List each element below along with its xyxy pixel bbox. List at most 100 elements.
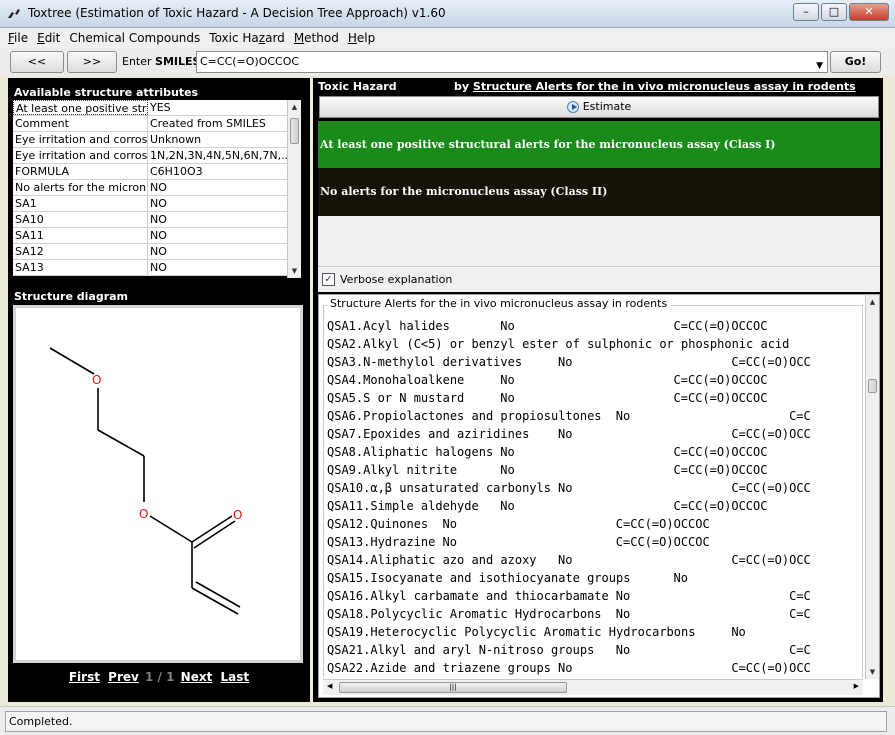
alert-name: QSA15.Isocyanate and isothiocyanate grou… [327, 571, 631, 585]
alert-smiles: C=CC(=O)OCC [731, 661, 811, 675]
prev-page-link[interactable]: Prev [108, 670, 139, 684]
attribute-name: SA13 [13, 260, 148, 275]
structure-diagram: O O O [13, 305, 303, 663]
scroll-right-icon[interactable]: ▶ [853, 682, 859, 690]
hazard-header: Toxic Hazard by Structure Alerts for the… [318, 80, 878, 94]
menu-method[interactable]: Method [293, 31, 339, 45]
class-result-empty-area [318, 216, 880, 266]
attribute-name: SA12 [13, 244, 148, 259]
menu-toxic-hazard[interactable]: Toxic Hazard [209, 31, 285, 45]
scroll-thumb[interactable]: ||| [339, 682, 567, 693]
attribute-name: No alerts for the micron... [15, 180, 148, 195]
attribute-value: NO [150, 181, 167, 194]
attribute-name: SA1 [13, 196, 148, 211]
close-button[interactable]: ✕ [849, 3, 889, 21]
scroll-down-icon[interactable]: ▼ [291, 267, 298, 275]
scroll-up-icon[interactable]: ▲ [291, 103, 298, 111]
attributes-scrollbar[interactable]: ▲ ▼ [287, 100, 301, 278]
explanation-line: QSA2.Alkyl (C<5) or benzyl ester of sulp… [327, 335, 863, 353]
scroll-thumb[interactable] [868, 379, 877, 393]
title-bar[interactable]: Toxtree (Estimation of Toxic Hazard - A … [0, 0, 895, 28]
menu-file[interactable]: File [8, 31, 29, 45]
explanation-vscroll[interactable]: ▲ ▼ [865, 295, 879, 679]
alert-name: QSA7.Epoxides and aziridines [327, 427, 530, 441]
menu-edit[interactable]: Edit [37, 31, 61, 45]
status-bar: Completed. [0, 706, 895, 735]
class-2-result[interactable]: No alerts for the micronucleus assay (Cl… [318, 168, 880, 216]
explanation-hscroll[interactable]: ◀ ||| ▶ [323, 679, 863, 695]
next-page-link[interactable]: Next [180, 670, 213, 684]
atom-label-oxygen: O [92, 373, 101, 387]
attribute-name: At least one positive stru... [13, 100, 148, 115]
alert-answer: No [615, 607, 631, 621]
alert-smiles: C=C [789, 607, 811, 621]
table-row[interactable]: At least one positive stru...YES [13, 100, 287, 116]
scroll-left-icon[interactable]: ◀ [327, 682, 333, 690]
attribute-value: NO [150, 213, 167, 226]
alert-name: QSA10.α,β unsaturated carbonyls [327, 481, 551, 495]
alert-smiles: C=C [789, 589, 811, 603]
alert-name: QSA13.Hydrazine [327, 535, 436, 549]
alert-smiles: C=CC(=O)OCCOC [673, 319, 768, 333]
attribute-value: 1N,2N,3N,4N,5N,6N,7N,... [150, 149, 287, 162]
chevron-down-icon[interactable]: ▼ [816, 61, 823, 71]
verbose-explanation-row: ✓ Verbose explanation [318, 266, 880, 292]
first-page-link[interactable]: First [68, 670, 100, 684]
toolbar: << >> Enter SMILES: C=CC(=O)OCCOC ▼ Go! [0, 48, 895, 76]
menu-help[interactable]: Help [347, 31, 376, 45]
maximize-icon: □ [828, 5, 840, 18]
molecule-bonds [49, 347, 241, 615]
attribute-name: Eye irritation and corrosi... [15, 148, 148, 163]
play-icon [566, 101, 579, 113]
table-row[interactable]: Eye irritation and corrosionUnknown [13, 132, 287, 148]
table-row[interactable]: No alerts for the micron...NO [13, 180, 287, 196]
structure-pager: First Prev 1 / 1 Next Last [8, 670, 310, 684]
attribute-value: C6H10O3 [150, 165, 203, 178]
method-link[interactable]: Structure Alerts for the in vivo micronu… [472, 80, 856, 93]
alert-answer: No [558, 427, 573, 441]
attribute-value: NO [150, 197, 167, 210]
menu-chemical-compounds[interactable]: Chemical Compounds [69, 31, 201, 45]
verbose-checkbox[interactable]: ✓ [322, 273, 335, 286]
class-1-result[interactable]: At least one positive structural alerts … [318, 121, 880, 168]
next-compound-button[interactable]: >> [67, 51, 117, 73]
alert-name: QSA9.Alkyl nitrite [327, 463, 458, 477]
alert-answer: No [615, 589, 631, 603]
alert-name: QSA5.S or N mustard [327, 391, 465, 405]
attribute-value: NO [150, 245, 167, 258]
alert-answer: No [500, 373, 515, 387]
go-button[interactable]: Go! [830, 51, 881, 73]
attributes-title: Available structure attributes [14, 86, 199, 99]
previous-compound-button[interactable]: << [10, 51, 64, 73]
alert-name: QSA21.Alkyl and aryl N-nitroso groups [327, 643, 595, 657]
smiles-input[interactable]: C=CC(=O)OCCOC ▼ [196, 51, 828, 73]
smiles-label: Enter SMILES: [122, 55, 205, 68]
maximize-button[interactable]: □ [821, 3, 847, 21]
scroll-thumb[interactable] [290, 118, 299, 144]
alert-answer: No [558, 661, 573, 675]
left-panel: Available structure attributes At least … [8, 78, 310, 702]
table-row[interactable]: Eye irritation and corrosi...1N,2N,3N,4N… [13, 148, 287, 164]
minimize-button[interactable]: – [793, 3, 819, 21]
scroll-up-icon[interactable]: ▲ [869, 298, 876, 306]
scroll-down-icon[interactable]: ▼ [869, 668, 876, 676]
estimate-button[interactable]: Estimate [319, 96, 879, 118]
last-page-link[interactable]: Last [220, 670, 250, 684]
status-text: Completed. [5, 711, 887, 732]
menu-bar: File Edit Chemical Compounds Toxic Hazar… [0, 28, 895, 48]
